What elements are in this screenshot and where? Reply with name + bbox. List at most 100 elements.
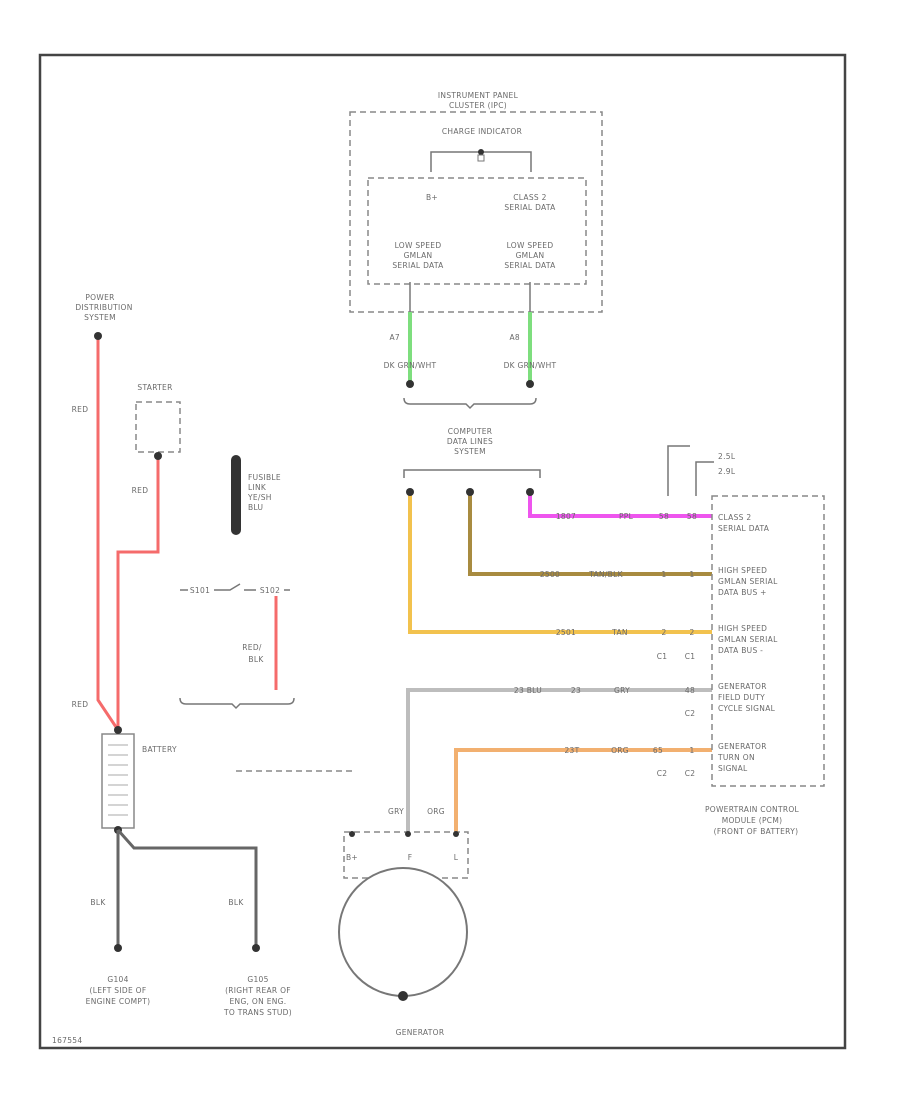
pcm-row-5-l3: SIGNAL bbox=[718, 764, 748, 773]
wire-label-red-top: RED bbox=[72, 405, 89, 414]
charge-indicator-label: CHARGE INDICATOR bbox=[442, 127, 522, 136]
splice-brace bbox=[179, 697, 295, 710]
power-dist-l3: SYSTEM bbox=[84, 313, 116, 322]
conn-c2-a: C2 bbox=[657, 769, 668, 778]
wire-label-red-bottom: RED bbox=[72, 700, 89, 709]
battery bbox=[101, 733, 135, 829]
conn-c1-a: C1 bbox=[657, 652, 668, 661]
wire-purple-circuit: 1807 bbox=[556, 512, 576, 521]
fusible-link-l4: BLU bbox=[248, 503, 263, 512]
wire-tan-black-hs-plus bbox=[468, 492, 712, 576]
fusible-link-l3: YE/SH bbox=[247, 493, 272, 502]
pcm-row-1-l2: SERIAL DATA bbox=[718, 524, 770, 533]
diagram-frame bbox=[38, 53, 847, 1050]
pcm-row-1-l1: CLASS 2 bbox=[718, 513, 752, 522]
wire-orange-turn-on bbox=[454, 748, 712, 834]
generator-body bbox=[338, 867, 468, 997]
conn-c2: C2 bbox=[685, 709, 696, 718]
power-dist-l1: POWER bbox=[85, 293, 114, 302]
pcm-row-2: HIGH SPEED GMLAN SERIAL DATA BUS + bbox=[718, 566, 778, 597]
pcm-name-3: (FRONT OF BATTERY) bbox=[714, 827, 799, 836]
battery-positive-node bbox=[114, 726, 122, 734]
ground-g104-l3: ENGINE COMPT) bbox=[86, 997, 151, 1006]
ipc-ls1-2: GMLAN bbox=[404, 251, 433, 260]
wire-gry-pin: 48 bbox=[685, 686, 695, 695]
generator-term-l: L bbox=[454, 853, 459, 862]
computer-data-l3: SYSTEM bbox=[454, 447, 486, 456]
wire-tanblk-labels: 2500 TAN/BLK 1 1 bbox=[540, 570, 694, 579]
engine-note-2: 2.9L bbox=[718, 467, 736, 476]
wire-gry-circuit: 23 BLU bbox=[514, 686, 542, 695]
wire-tan-circuit: 2501 bbox=[556, 628, 576, 637]
splice-right-label: S102 bbox=[260, 586, 280, 595]
wire-red-power bbox=[96, 336, 120, 731]
battery-cells bbox=[108, 744, 128, 816]
pcm-row-4-l2: FIELD DUTY bbox=[718, 693, 765, 702]
ipc-class2-1: CLASS 2 bbox=[513, 193, 547, 202]
pcm-row-3-l3: DATA BUS - bbox=[718, 646, 763, 655]
generator-term-bplus: B+ bbox=[346, 853, 358, 862]
wire-gry-color: GRY bbox=[614, 686, 630, 695]
wire-gray-field-duty bbox=[406, 688, 712, 834]
wire-purple-labels: 1807 PPL 58 58 bbox=[556, 512, 697, 521]
ipc-box bbox=[349, 111, 603, 313]
pcm-row-2-l1: HIGH SPEED bbox=[718, 566, 767, 575]
wire-label-red-blk-1: RED/ bbox=[242, 643, 262, 652]
conn-c1-b: C1 bbox=[685, 652, 696, 661]
generator-wire-org: ORG bbox=[427, 807, 445, 816]
ipc-ls1-1: LOW SPEED bbox=[395, 241, 442, 250]
wire-blk-right bbox=[116, 829, 258, 946]
wire-tan-color: TAN bbox=[611, 628, 628, 637]
pcm-row-4: GENERATOR FIELD DUTY CYCLE SIGNAL bbox=[718, 682, 775, 713]
wire-purple-pin-a: 58 bbox=[659, 512, 669, 521]
fusible-link-l2: LINK bbox=[248, 483, 267, 492]
wire-tanblk-circuit: 2500 bbox=[540, 570, 560, 579]
power-dist-l2: DISTRIBUTION bbox=[75, 303, 132, 312]
generator-f-node bbox=[405, 831, 411, 837]
pcm-row-3-l1: HIGH SPEED bbox=[718, 624, 767, 633]
pcm-name-2: MODULE (PCM) bbox=[722, 816, 783, 825]
data-node-2 bbox=[466, 488, 474, 496]
data-node-3 bbox=[526, 488, 534, 496]
wire-label-right: DK GRN/WHT bbox=[504, 361, 557, 370]
fusible-link-l1: FUSIBLE bbox=[248, 473, 281, 482]
wire-org-circuit: 23T bbox=[564, 746, 579, 755]
generator-term-f: F bbox=[408, 853, 413, 862]
wire-tanblk-pin-a: 1 bbox=[661, 570, 666, 579]
pcm-row-4-l1: GENERATOR bbox=[718, 682, 767, 691]
power-dist-node bbox=[94, 332, 102, 340]
ground-g105-l2: (RIGHT REAR OF bbox=[225, 986, 291, 995]
ipc-ls1-3: SERIAL DATA bbox=[392, 261, 444, 270]
computer-data-l1: COMPUTER bbox=[448, 427, 493, 436]
wire-tan-labels: 2501 TAN 2 2 bbox=[556, 628, 694, 637]
wire-org-pin-b: 1 bbox=[689, 746, 694, 755]
ipc-brace bbox=[403, 397, 537, 410]
pcm-box bbox=[711, 495, 825, 787]
pcm-row-1: CLASS 2 SERIAL DATA bbox=[718, 513, 770, 533]
generator-ground-node bbox=[398, 991, 408, 1001]
pin-a8-label: A8 bbox=[509, 333, 520, 342]
pcm-row-2-l3: DATA BUS + bbox=[718, 588, 767, 597]
ipc-wire-end-left bbox=[406, 380, 414, 388]
ground-g104-l1: G104 bbox=[107, 975, 128, 984]
ipc-ls2-3: SERIAL DATA bbox=[504, 261, 556, 270]
wire-org-labels: 23T ORG 65 1 bbox=[564, 746, 694, 755]
conn-c2-b: C2 bbox=[685, 769, 696, 778]
pcm-row-5: GENERATOR TURN ON SIGNAL bbox=[717, 742, 766, 773]
wire-purple-class2 bbox=[528, 492, 712, 518]
wire-label-blk-right: BLK bbox=[228, 898, 244, 907]
generator-l-node bbox=[453, 831, 459, 837]
pin-a7-label: A7 bbox=[389, 333, 400, 342]
computer-data-bracket bbox=[403, 469, 541, 478]
engine-note-line-1 bbox=[667, 445, 690, 496]
charge-indicator-lamp bbox=[477, 154, 485, 162]
data-node-1 bbox=[406, 488, 414, 496]
ipc-title-2: CLUSTER (IPC) bbox=[449, 101, 507, 110]
wire-tanblk-color: TAN/BLK bbox=[588, 570, 623, 579]
computer-data-l2: DATA LINES bbox=[447, 437, 493, 446]
ipc-wire-end-right bbox=[526, 380, 534, 388]
wire-gry-labels: 23 BLU 23 GRY 48 bbox=[514, 686, 695, 695]
wire-tan-pin-a: 2 bbox=[661, 628, 666, 637]
wire-label-red-starter: RED bbox=[132, 486, 149, 495]
starter-label: STARTER bbox=[137, 383, 172, 392]
